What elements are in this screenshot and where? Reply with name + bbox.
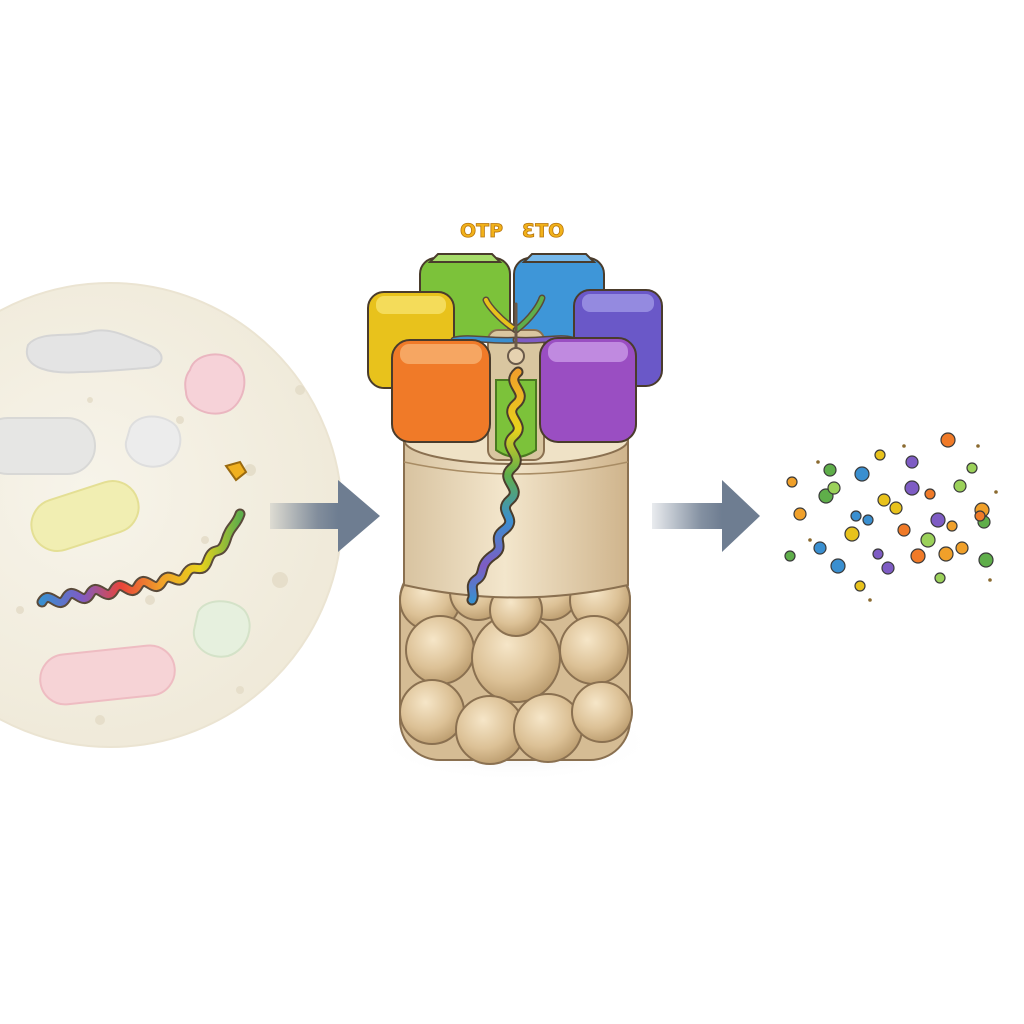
organelle-blob-grey [25,329,163,374]
peptide-speck [902,444,906,448]
peptide-fragment [813,541,827,555]
proteasome-icon: OTP ƐTO [367,220,663,782]
peptide-fragment [938,546,954,562]
organelle-blob-yellow [30,480,140,552]
peptide-fragment [974,510,986,522]
organelle-blob-silver [0,417,96,475]
arrow-right-icon [270,480,380,552]
organelle-blob-pink [184,353,246,415]
peptide-speck [994,490,998,494]
peptide-fragment [854,466,870,482]
organelle-blob-rose [39,644,176,706]
peptide-fragment [850,510,862,522]
peptide-fragment [955,541,969,555]
peptide-fragment [823,463,837,477]
peptide-fragment [905,455,919,469]
ubiquitin-tag [224,460,248,482]
peptide-fragment [793,507,807,521]
peptide-fragment [827,481,841,495]
peptide-fragment [854,580,866,592]
lid-subunit-orange [391,339,491,443]
peptide-fragment [862,514,874,526]
organelle-blob-mint [192,600,251,658]
organelle-blob-white [124,415,182,468]
cell-cytoplasm-panel [0,282,343,748]
peptide-fragment [872,548,884,560]
peptide-fragment [784,550,796,562]
lid-subunits-front [391,337,637,443]
peptide-speck [808,538,812,542]
label-top-right: ƐTO [522,220,564,242]
peptide-fragment [946,520,958,532]
peptide-fragment [930,512,946,528]
peptide-fragment [953,479,967,493]
peptide-fragment [874,449,886,461]
peptide-fragment [940,432,956,448]
peptide-fragment [897,523,911,537]
peptide-fragment [978,552,994,568]
arrow-right-icon [652,480,760,552]
peptide-speck [816,460,820,464]
proteasome-core-particle [399,559,633,765]
peptide-fragment [934,572,946,584]
peptide-fragment [924,488,936,500]
peptide-speck [868,598,872,602]
peptide-fragment [877,493,891,507]
peptide-fragments-icon [784,432,998,602]
peptide-fragment [881,561,895,575]
peptide-fragment [920,532,936,548]
peptide-speck [988,578,992,582]
peptide-fragment [844,526,860,542]
peptide-fragment [904,480,920,496]
lid-subunits [367,253,663,389]
peptide-fragment [786,476,798,488]
peptide-speck [976,444,980,448]
peptide-fragment [966,462,978,474]
peptide-fragment [910,548,926,564]
lid-subunit-purple [539,337,637,443]
label-top-left: OTP [460,220,503,242]
peptide-fragment [830,558,846,574]
peptide-fragment [889,501,903,515]
